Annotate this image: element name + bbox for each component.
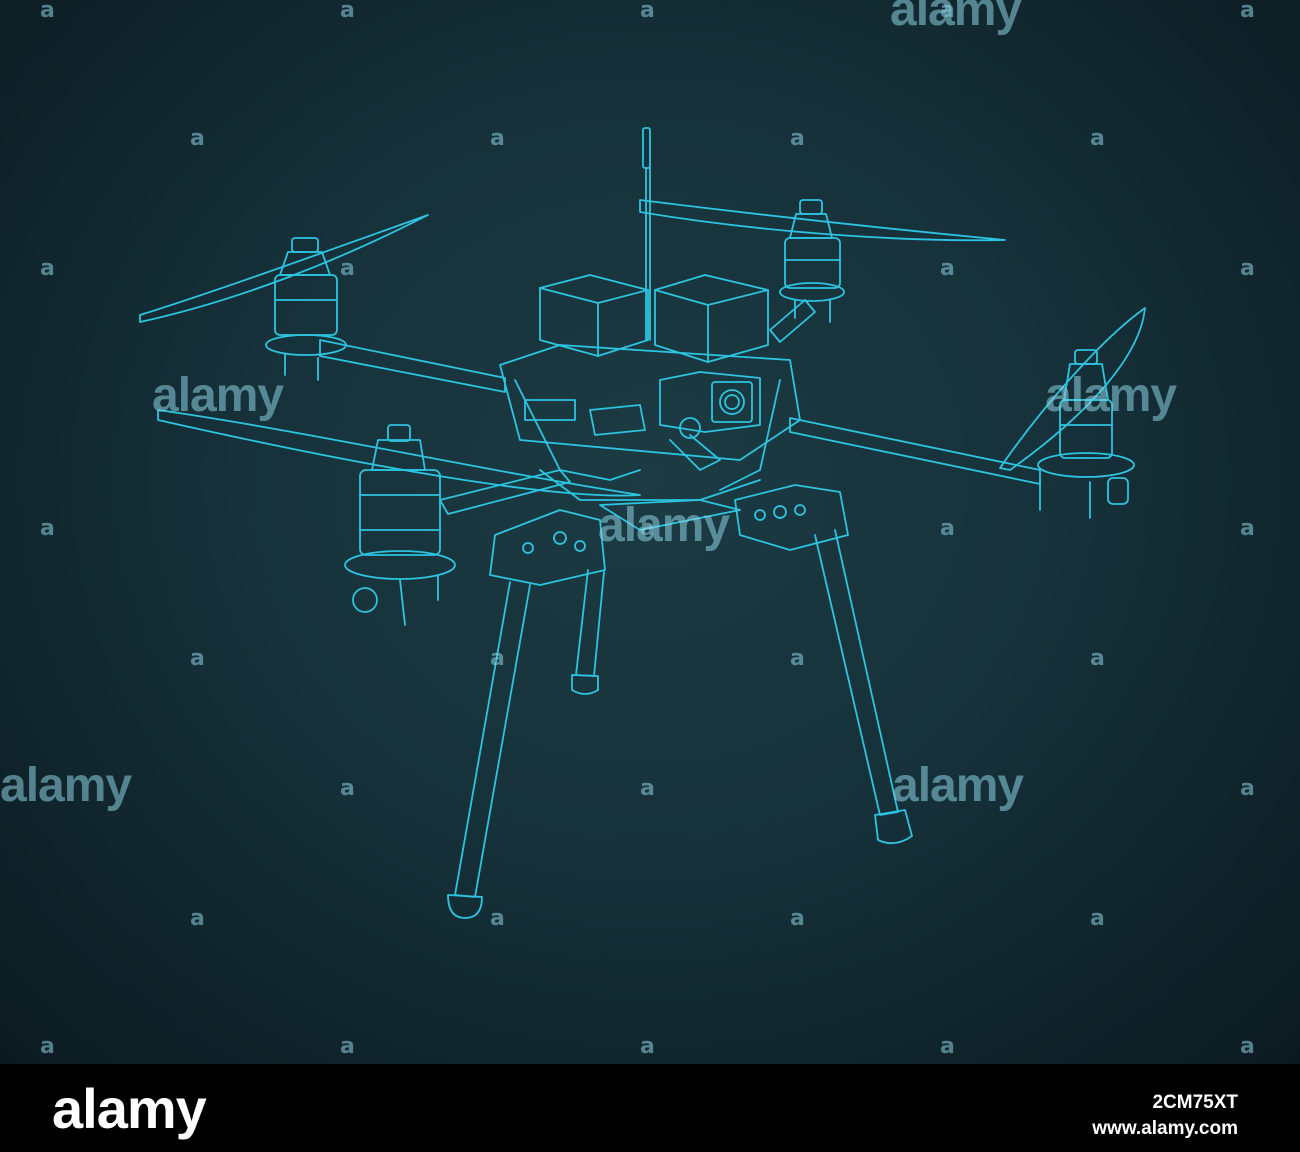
- watermark-logo: alamy: [890, 0, 1022, 36]
- watermark-mark: a: [640, 776, 655, 801]
- watermark-logo: alamy: [892, 759, 1024, 812]
- image-id: 2CM75XT: [1152, 1092, 1238, 1113]
- watermark-mark: a: [640, 1034, 655, 1059]
- antenna: [642, 127, 651, 341]
- watermark-mark: a: [40, 0, 55, 23]
- footer-logo[interactable]: alamy: [52, 1077, 207, 1140]
- watermark-mark: a: [190, 646, 205, 671]
- watermark-logo: alamy: [598, 499, 730, 552]
- footer-bar: alamy 2CM75XT www.alamy.com: [0, 1064, 1300, 1152]
- watermark-logo: alamy: [0, 759, 132, 812]
- batteries: [539, 274, 769, 363]
- motor-front-left: [157, 409, 641, 626]
- watermark-mark: a: [190, 906, 205, 931]
- landing-legs: [447, 529, 913, 919]
- watermark-mark: a: [1090, 646, 1105, 671]
- watermark-mark: a: [40, 516, 55, 541]
- watermark-mark: a: [940, 0, 955, 23]
- watermark-mark: a: [490, 906, 505, 931]
- watermark-mark: a: [40, 256, 55, 281]
- drone-drawing: [139, 127, 1146, 919]
- watermark-mark: a: [340, 776, 355, 801]
- watermark-mark: a: [40, 1034, 55, 1059]
- drone-arms: [319, 299, 1041, 515]
- watermark-mark: a: [490, 126, 505, 151]
- watermark-mark: a: [190, 126, 205, 151]
- watermark-mark: a: [1090, 906, 1105, 931]
- watermark-mark: a: [1240, 776, 1255, 801]
- watermark-mark: a: [340, 1034, 355, 1059]
- watermark-mark: a: [1240, 0, 1255, 23]
- watermark-logo: alamy: [1045, 369, 1177, 422]
- motor-back-left: [139, 214, 429, 381]
- center-frame: [499, 344, 801, 501]
- watermark-mark: a: [790, 646, 805, 671]
- motor-back-right: [639, 199, 1006, 323]
- watermark-mark: a: [940, 1034, 955, 1059]
- camera: [659, 371, 761, 471]
- watermark-mark: a: [1240, 516, 1255, 541]
- watermark-mark: a: [640, 0, 655, 23]
- footer-image-info: 2CM75XT www.alamy.com: [1092, 1090, 1238, 1141]
- watermark-mark: a: [490, 646, 505, 671]
- watermark-mark: a: [790, 906, 805, 931]
- site-link[interactable]: www.alamy.com: [1092, 1117, 1238, 1139]
- watermark-logo: alamy: [152, 369, 284, 422]
- watermark-mark: a: [1090, 126, 1105, 151]
- gear-mounts: [489, 484, 849, 586]
- blueprint-artwork: a a a a a a a a a a a a a a a a a a a a …: [0, 0, 1300, 1064]
- watermark-mark: a: [340, 0, 355, 23]
- watermark-mark: a: [340, 256, 355, 281]
- motor-front-right: [999, 307, 1146, 519]
- watermark-mark: a: [1240, 256, 1255, 281]
- watermark-mark: a: [940, 516, 955, 541]
- watermark-mark: a: [640, 516, 655, 541]
- watermark-mark: a: [1240, 1034, 1255, 1059]
- watermark-mark: a: [940, 256, 955, 281]
- watermark-mark: a: [790, 126, 805, 151]
